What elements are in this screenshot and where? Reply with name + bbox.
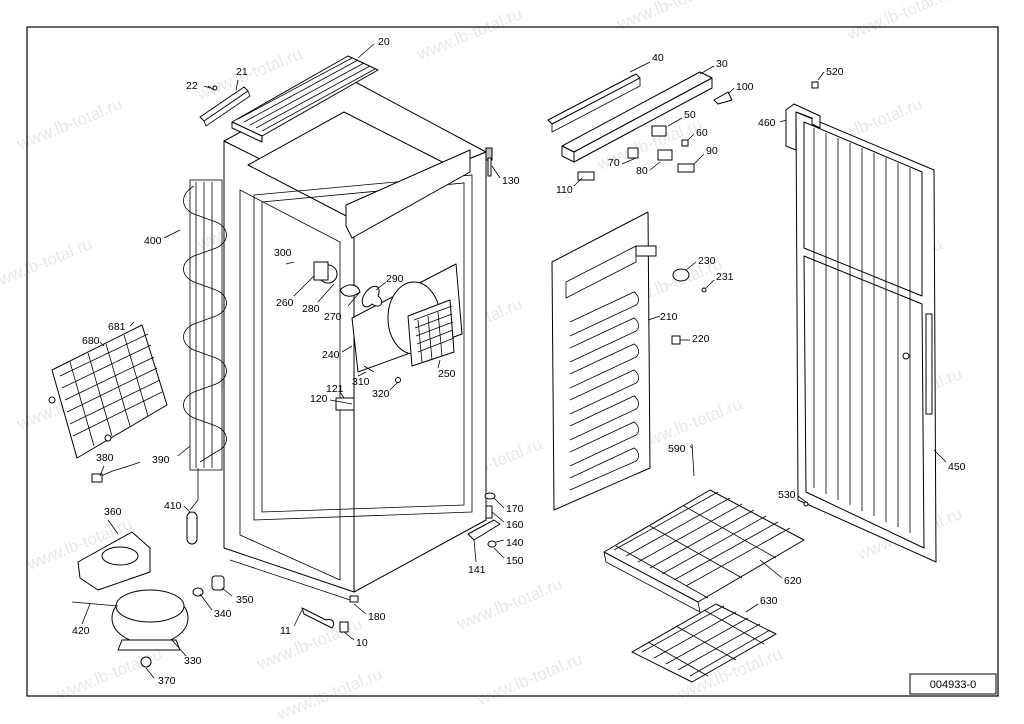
part-label-460: 460 bbox=[758, 117, 776, 129]
power-cord bbox=[91, 461, 141, 483]
control-bracket bbox=[547, 73, 641, 133]
control-panel-housing bbox=[561, 71, 713, 163]
part-label-530: 530 bbox=[778, 489, 796, 501]
top-hinge bbox=[485, 147, 493, 177]
watermark-text: www.lb-total.ru bbox=[53, 644, 164, 704]
part-label-21: 21 bbox=[236, 66, 248, 78]
part-label-100: 100 bbox=[736, 81, 754, 93]
part-label-140: 140 bbox=[506, 537, 524, 549]
part-label-240: 240 bbox=[322, 349, 340, 361]
drawing-code-box: 004933-0 bbox=[909, 673, 997, 695]
part-label-320: 320 bbox=[372, 388, 390, 400]
part-label-260: 260 bbox=[276, 297, 294, 309]
part-label-80: 80 bbox=[636, 165, 648, 177]
top-ventilation-grille bbox=[231, 55, 379, 143]
part-label-141: 141 bbox=[468, 564, 486, 576]
part-label-10: 10 bbox=[356, 637, 368, 649]
part-label-22: 22 bbox=[186, 80, 198, 92]
part-label-310: 310 bbox=[352, 376, 370, 388]
cabinet-body bbox=[223, 75, 487, 603]
part-label-410: 410 bbox=[164, 500, 182, 512]
watermark-text: www.lb-total.ru bbox=[843, 0, 954, 44]
control-components bbox=[577, 91, 733, 181]
rear-grille bbox=[48, 324, 168, 459]
part-label-50: 50 bbox=[684, 109, 696, 121]
leader-lines bbox=[81, 43, 947, 679]
part-label-250: 250 bbox=[438, 368, 456, 380]
part-label-380: 380 bbox=[96, 452, 114, 464]
drain-tube bbox=[186, 511, 198, 545]
bottom-hinge bbox=[467, 492, 501, 548]
part-label-40: 40 bbox=[652, 52, 664, 64]
drawing-code: 004933-0 bbox=[930, 679, 977, 691]
feet-and-tools bbox=[301, 595, 359, 633]
door bbox=[795, 111, 937, 563]
watermark-text: www.lb-total.ru bbox=[13, 94, 124, 154]
part-label-130: 130 bbox=[502, 175, 520, 187]
part-label-11: 11 bbox=[280, 625, 291, 637]
part-label-370: 370 bbox=[158, 675, 176, 687]
part-label-681: 681 bbox=[108, 321, 126, 333]
condenser-coil bbox=[183, 179, 227, 511]
part-label-680: 680 bbox=[82, 335, 100, 347]
evaporator-fan-assembly bbox=[313, 261, 463, 411]
compressor bbox=[71, 589, 189, 668]
part-label-120: 120 bbox=[310, 393, 328, 405]
part-label-210: 210 bbox=[660, 311, 678, 323]
wire-shelf-small bbox=[631, 603, 777, 683]
part-label-450: 450 bbox=[948, 461, 966, 473]
watermark-text: www.lb-total.ru bbox=[413, 4, 524, 64]
part-label-280: 280 bbox=[302, 303, 320, 315]
part-label-360: 360 bbox=[104, 506, 122, 518]
watermark-text: www.lb-total.ru bbox=[613, 0, 724, 34]
part-label-60: 60 bbox=[696, 127, 708, 139]
part-label-330: 330 bbox=[184, 655, 202, 667]
watermark-text: www.lb-total.ru bbox=[273, 664, 384, 724]
part-label-390: 390 bbox=[152, 454, 170, 466]
part-label-160: 160 bbox=[506, 519, 524, 531]
part-label-220: 220 bbox=[692, 333, 710, 345]
evaporator-plate bbox=[551, 211, 657, 511]
part-label-270: 270 bbox=[324, 311, 342, 323]
part-label-340: 340 bbox=[214, 608, 232, 620]
part-label-620: 620 bbox=[784, 575, 802, 587]
drip-tray bbox=[77, 531, 151, 591]
part-label-90: 90 bbox=[706, 145, 718, 157]
part-label-400: 400 bbox=[144, 235, 162, 247]
part-label-20: 20 bbox=[378, 36, 390, 48]
wire-shelf-large bbox=[603, 489, 805, 613]
part-label-350: 350 bbox=[236, 594, 254, 606]
part-label-520: 520 bbox=[826, 66, 844, 78]
part-label-70: 70 bbox=[608, 157, 620, 169]
part-label-630: 630 bbox=[760, 595, 778, 607]
part-label-230: 230 bbox=[698, 255, 716, 267]
part-label-420: 420 bbox=[72, 625, 90, 637]
part-label-590: 590 bbox=[668, 443, 686, 455]
evaporator-accessories bbox=[671, 268, 707, 477]
part-label-290: 290 bbox=[386, 273, 404, 285]
compressor-accessories bbox=[192, 575, 225, 597]
drawing-frame bbox=[26, 26, 999, 697]
part-label-180: 180 bbox=[368, 611, 386, 623]
part-label-121: 121 bbox=[326, 383, 344, 395]
part-label-170: 170 bbox=[506, 503, 524, 515]
part-label-150: 150 bbox=[506, 555, 524, 567]
watermark-text: www.lb-total.ru bbox=[0, 234, 95, 294]
part-label-110: 110 bbox=[556, 184, 573, 196]
part-label-30: 30 bbox=[716, 58, 728, 70]
watermark-text: www.lb-total.ru bbox=[473, 649, 584, 709]
top-bracket bbox=[199, 85, 251, 127]
watermark-text: www.lb-total.ru bbox=[453, 574, 564, 634]
part-label-231: 231 bbox=[716, 271, 734, 283]
part-label-300: 300 bbox=[274, 247, 292, 259]
